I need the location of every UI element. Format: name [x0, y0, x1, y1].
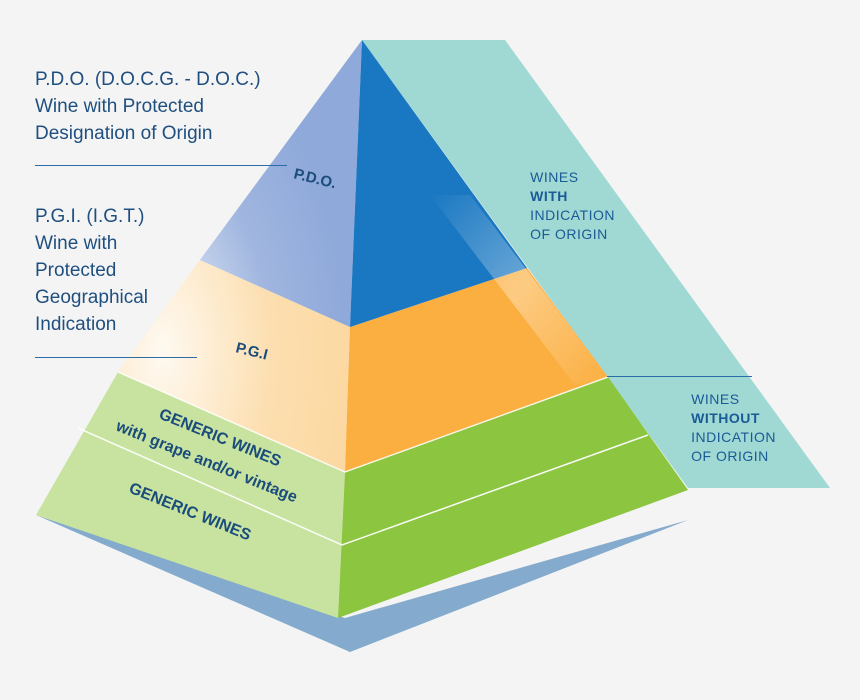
leader-line-pdo [35, 165, 287, 166]
tier-generic-left [36, 372, 345, 618]
band-with-line1: WINES [530, 169, 579, 185]
band-with-line2: WITH [530, 188, 568, 204]
band-label-with-origin: WINES WITH INDICATION OF ORIGIN [95, 168, 615, 244]
band-without-line3: INDICATION [691, 429, 776, 445]
tier-divider-2 [77, 427, 649, 546]
band-without-line4: OF ORIGIN [691, 448, 769, 464]
left-face-glow [118, 40, 362, 472]
glass-shine [430, 195, 608, 385]
band-divider-line [607, 376, 752, 377]
band-with-line3: INDICATION [530, 207, 615, 223]
tier-divider-1 [117, 371, 609, 473]
band-with-line4: OF ORIGIN [530, 226, 608, 242]
band-without-line1: WINES [691, 391, 740, 407]
leader-line-pgi [35, 357, 197, 358]
band-label-without-origin: WINES WITHOUT INDICATION OF ORIGIN [256, 390, 776, 466]
side-label-pdo: P.D.O. (D.O.C.G. - D.O.C.) Wine with Pro… [35, 69, 261, 144]
side-label-pgi: P.G.I. (I.G.T.) Wine with Protected Geog… [35, 206, 149, 335]
tier-generic-right [338, 377, 688, 618]
band-without-line2: WITHOUT [691, 410, 760, 426]
pyramid-shadow [36, 515, 688, 652]
